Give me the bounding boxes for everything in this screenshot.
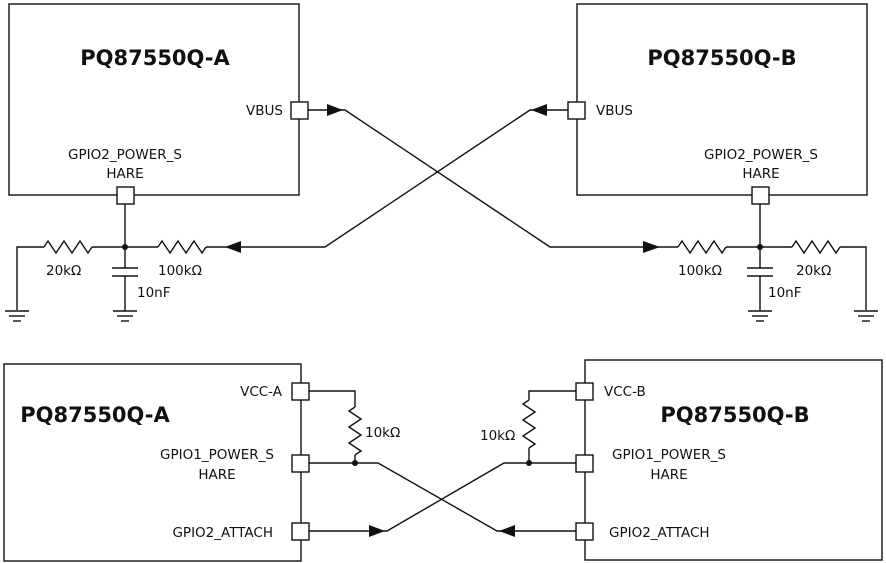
chip-b-gpio2-label-line2: HARE xyxy=(742,166,779,182)
chip-a-gpio2-attach-label: GPIO2_ATTACH xyxy=(172,525,273,541)
chip-a-gpio1-label-line1: GPIO1_POWER_S xyxy=(160,447,274,463)
chip-a-pullup-label: 10kΩ xyxy=(365,425,400,441)
chip-b-pullup-network xyxy=(521,390,576,466)
chip-a-vbus-pin xyxy=(290,101,309,120)
chip-a-gpio2-network xyxy=(16,204,225,311)
chip-a-resistor-ground-label: 20kΩ xyxy=(46,263,81,279)
chip-b-vbus-pin xyxy=(567,101,586,120)
chip-a-top-title: PQ87550Q-A xyxy=(80,46,230,70)
ground-symbol xyxy=(113,310,137,322)
bottom-cross-wire-b-gpio1-to-a-gpio2 xyxy=(309,462,576,537)
chip-a-gpio2-pin xyxy=(116,186,135,205)
chip-a-gpio1-label-line2: HARE xyxy=(198,467,235,483)
chip-b-gpio1-label-line2: HARE xyxy=(650,467,687,483)
chip-b-top-title: PQ87550Q-B xyxy=(647,46,796,70)
top-cross-wire-a-to-b xyxy=(308,104,660,253)
chip-b-gpio2-network xyxy=(660,204,867,311)
chip-b-vcc-label: VCC-B xyxy=(604,384,646,400)
chip-a-gpio2-label-line1: GPIO2_POWER_S xyxy=(68,147,182,163)
chip-b-pullup-label: 10kΩ xyxy=(480,428,515,444)
chip-b-vcc-pin xyxy=(575,382,594,401)
chip-a-vcc-pin xyxy=(291,382,310,401)
chip-b-bottom-title: PQ87550Q-B xyxy=(660,403,809,427)
chip-b-gpio2-label-line1: GPIO2_POWER_S xyxy=(704,147,818,163)
chip-a-gpio2-attach-pin xyxy=(291,522,310,541)
chip-b-gpio2-attach-label: GPIO2_ATTACH xyxy=(609,525,710,541)
chip-a-gpio2-label-line2: HARE xyxy=(106,166,143,182)
chip-a-gpio1-pin xyxy=(291,454,310,473)
chip-a-capacitor-label: 10nF xyxy=(137,285,171,301)
chip-b-resistor-ground-label: 20kΩ xyxy=(796,263,831,279)
chip-b-gpio2-pin xyxy=(751,186,770,205)
chip-a-vbus-label: VBUS xyxy=(246,103,283,119)
chip-b-capacitor-label: 10nF xyxy=(768,285,802,301)
chip-a-top-block xyxy=(8,3,300,196)
chip-b-gpio2-attach-pin xyxy=(575,522,594,541)
bottom-cross-wire-a-gpio1-to-b-gpio2 xyxy=(309,462,576,537)
chip-a-resistor-series-label: 100kΩ xyxy=(158,263,202,279)
ground-symbol xyxy=(748,310,772,322)
chip-b-bottom-block xyxy=(584,359,883,561)
ground-symbol xyxy=(854,310,878,322)
chip-a-pullup-network xyxy=(309,390,363,466)
chip-b-top-block xyxy=(576,3,868,196)
chip-a-bottom-block xyxy=(3,363,302,562)
chip-b-resistor-series-label: 100kΩ xyxy=(678,263,722,279)
chip-b-gpio1-pin xyxy=(575,454,594,473)
chip-a-bottom-title: PQ87550Q-A xyxy=(20,403,170,427)
chip-b-gpio1-label-line1: GPIO1_POWER_S xyxy=(612,447,726,463)
chip-a-vcc-label: VCC-A xyxy=(240,384,283,400)
chip-b-vbus-label: VBUS xyxy=(596,103,633,119)
top-cross-wire-b-to-a xyxy=(225,104,568,253)
ground-symbol xyxy=(5,310,29,322)
